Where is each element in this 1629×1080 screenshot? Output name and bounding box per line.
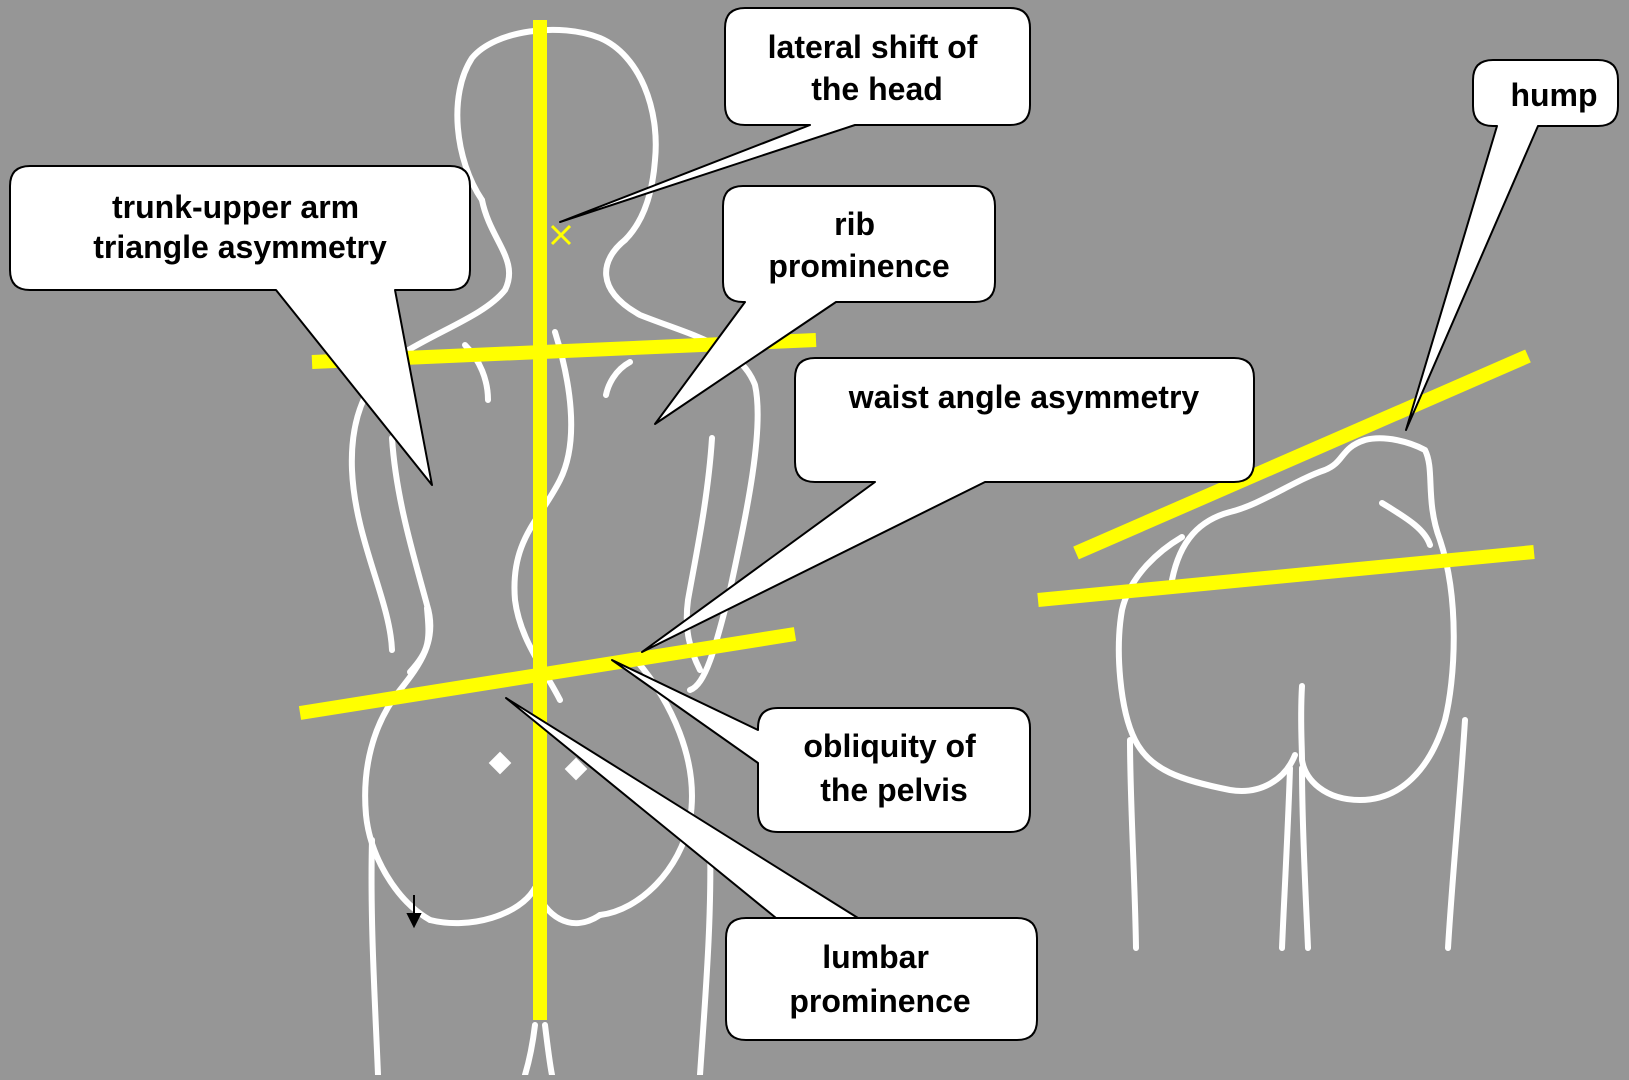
- callout-line: obliquity of: [803, 728, 976, 764]
- left-waist-outline: [410, 608, 428, 672]
- callout-line: lumbar: [822, 939, 929, 975]
- callout-line: rib: [834, 206, 875, 242]
- bend-shoulder-line: [1382, 503, 1430, 545]
- inner-leg-outline-2: [545, 1025, 552, 1075]
- guide-lines: [300, 20, 1534, 1020]
- callout-waist: waist angle asymmetry: [642, 358, 1254, 652]
- right-scapula: [606, 362, 630, 395]
- callout-line: the head: [811, 71, 943, 107]
- right-leg-outline: [700, 840, 710, 1075]
- callout-line: prominence: [768, 248, 949, 284]
- bend-leg-right: [1448, 720, 1465, 948]
- bend-leg-left: [1130, 740, 1136, 948]
- bend-crease: [1301, 686, 1302, 760]
- head-center-marker: [552, 226, 570, 244]
- callout-line: trunk-upper arm: [112, 189, 359, 225]
- callout-text-waist: waist angle asymmetry: [848, 379, 1200, 415]
- callout-hump: hump: [1406, 60, 1618, 430]
- buttocks-outline: [430, 888, 600, 923]
- callout-line: hump: [1510, 77, 1597, 113]
- left-arm-inner-outline: [365, 438, 430, 920]
- bend-leg-inner-1: [1282, 768, 1290, 948]
- bend-leg-inner-2: [1302, 768, 1308, 948]
- left-dimple: [489, 752, 512, 775]
- inner-leg-outline: [525, 1025, 535, 1075]
- callout-bubble: [1406, 60, 1618, 430]
- callout-line: lateral shift of: [768, 29, 978, 65]
- right-arm-inner-outline: [687, 438, 712, 670]
- callout-line: triangle asymmetry: [93, 229, 387, 265]
- callout-text-hump: hump: [1510, 77, 1597, 113]
- hip-level-line: [1038, 552, 1534, 600]
- callout-line: the pelvis: [820, 772, 968, 808]
- callout-trunk-arm: trunk-upper arm triangle asymmetry: [10, 166, 470, 485]
- callout-line: prominence: [789, 983, 970, 1019]
- callout-line: waist angle asymmetry: [848, 379, 1200, 415]
- left-leg-outline: [372, 840, 378, 1075]
- pelvis-line: [300, 634, 795, 713]
